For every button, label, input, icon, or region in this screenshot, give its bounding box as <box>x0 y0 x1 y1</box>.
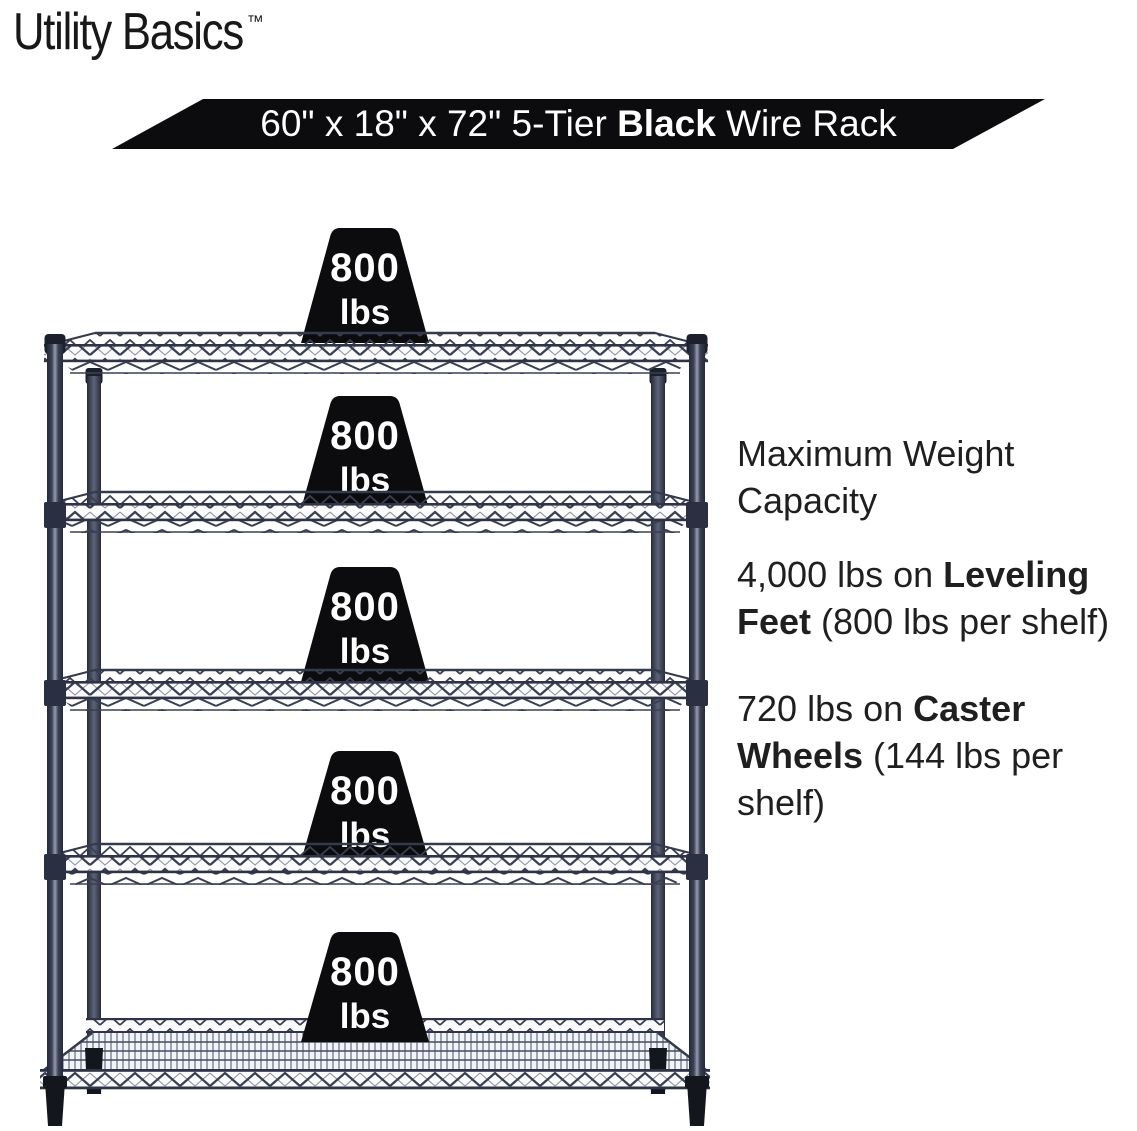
trademark-symbol: ™ <box>246 12 264 31</box>
wire-shelf-bottom <box>43 1018 707 1071</box>
weight-marker: 800 lbs <box>301 932 429 1042</box>
caster-wheels-capacity: 720 lbs on Caster Wheels (144 lbs per sh… <box>737 687 1074 823</box>
brand-name: Utility Basics <box>13 3 244 61</box>
capacity-info: Maximum Weight Capacity 4,000 lbs on Lev… <box>737 430 1137 826</box>
wire-shelf <box>44 331 708 374</box>
back-left-post <box>85 368 103 1062</box>
weight-marker: 800 lbs <box>301 228 429 343</box>
back-right-post <box>649 368 667 1062</box>
svg-text:800: 800 <box>330 585 400 629</box>
svg-text:lbs: lbs <box>340 997 391 1036</box>
svg-text:800: 800 <box>330 414 400 458</box>
banner-text-pre: 60" x 18" x 72" 5-Tier <box>260 103 618 144</box>
capacity-heading: Maximum Weight Capacity <box>737 433 1025 522</box>
svg-text:800: 800 <box>330 769 400 813</box>
banner-text-post: Wire Rack <box>715 103 897 144</box>
svg-text:lbs: lbs <box>340 632 391 671</box>
wire-shelf <box>44 490 708 533</box>
banner-text-bold: Black <box>617 103 716 144</box>
wire-rack-illustration: 800 lbs 800 lbs 800 lbs 800 lbs <box>40 228 710 1126</box>
svg-text:800: 800 <box>330 246 400 290</box>
front-right-post <box>685 334 709 1126</box>
weight-marker: 800 lbs <box>301 567 429 682</box>
svg-text:lbs: lbs <box>340 293 391 332</box>
wire-shelf <box>44 668 708 711</box>
svg-text:800: 800 <box>330 950 400 994</box>
weight-marker: 800 lbs <box>301 396 429 509</box>
bottom-shelf-front-band <box>40 1069 710 1090</box>
wire-shelf <box>44 842 708 885</box>
product-title-banner: 60" x 18" x 72" 5-Tier Black Wire Rack <box>112 99 1045 149</box>
leveling-feet-capacity: 4,000 lbs on Leveling Feet (800 lbs per … <box>737 554 1110 643</box>
front-left-post <box>43 334 67 1126</box>
